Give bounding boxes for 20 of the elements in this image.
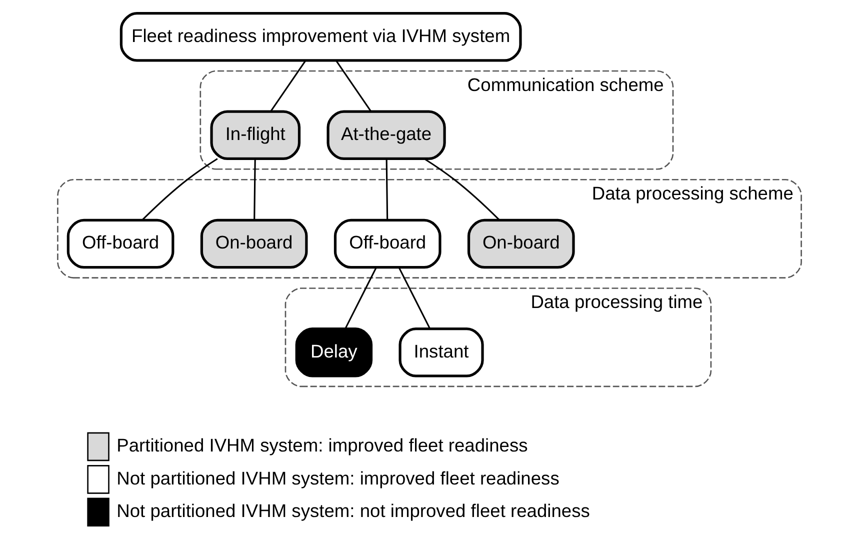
- node-box: At-the-gate: [326, 110, 446, 160]
- node-box: Off-board: [334, 218, 442, 269]
- node-box: In-flight: [210, 110, 301, 160]
- node-box: Instant: [398, 328, 484, 378]
- connector: [424, 158, 500, 220]
- connector: [142, 158, 218, 220]
- connector: [270, 60, 306, 112]
- legend-label: Not partitioned IVHM system: not improved fleet readiness: [116, 500, 590, 521]
- node-box: Fleet readiness improvement via IVHM system: [120, 12, 522, 62]
- node-box: On-board: [467, 218, 575, 269]
- connector: [398, 267, 431, 330]
- legend-label: Not partitioned IVHM system: improved fleet readiness: [116, 467, 560, 488]
- legend-label: Partitioned IVHM system: improved fleet readiness: [116, 434, 528, 456]
- connector: [336, 60, 372, 112]
- node-box: On-board: [200, 218, 308, 269]
- connector: [254, 158, 256, 220]
- connector: [344, 267, 377, 330]
- node-box: Delay: [295, 328, 373, 378]
- node-box: Off-board: [66, 218, 174, 269]
- connector: [386, 158, 388, 220]
